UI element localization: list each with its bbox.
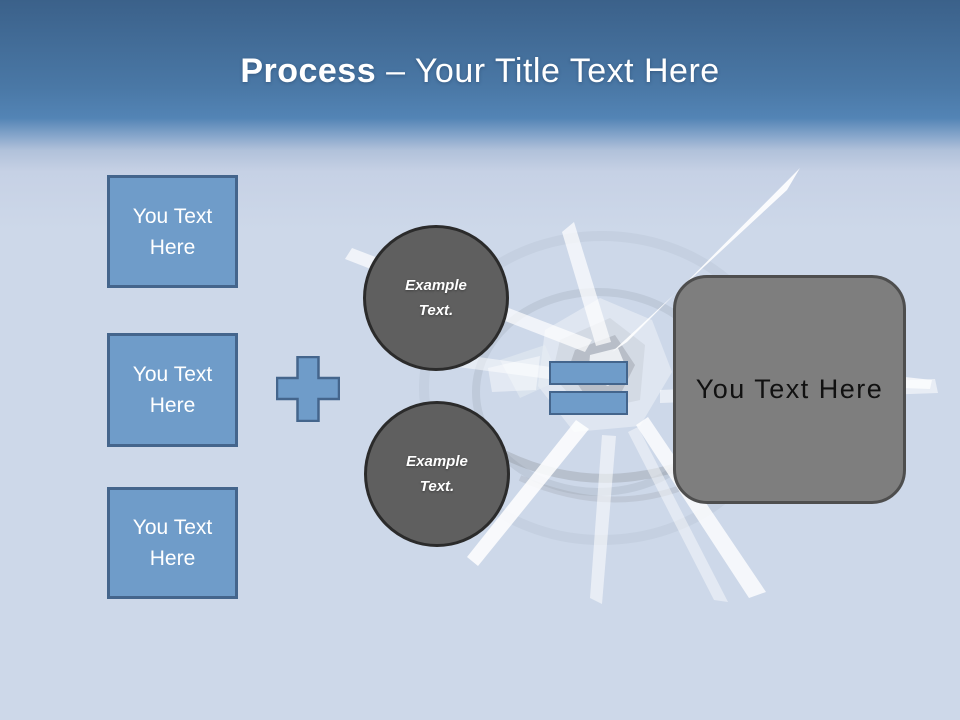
input-box-3[interactable]: You Text Here: [107, 487, 238, 599]
example-circle-2[interactable]: Example Text.: [364, 401, 510, 547]
example-circle-1-label: Example Text.: [405, 277, 467, 319]
result-box[interactable]: You Text Here: [673, 275, 906, 504]
input-box-1[interactable]: You Text Here: [107, 175, 238, 288]
equals-bar-top: [549, 361, 628, 385]
slide-title[interactable]: Process – Your Title Text Here: [0, 52, 960, 90]
input-box-2-label: You Text Here: [132, 363, 213, 417]
example-circle-1[interactable]: Example Text.: [363, 225, 509, 371]
input-box-2[interactable]: You Text Here: [107, 333, 238, 447]
example-circle-2-label: Example Text.: [406, 453, 468, 495]
input-box-1-label: You Text Here: [132, 204, 213, 259]
title-dash: –: [386, 52, 406, 90]
plus-icon[interactable]: [276, 356, 340, 422]
equals-icon[interactable]: [549, 361, 630, 416]
title-text: Your Title Text Here: [414, 52, 720, 90]
input-box-3-label: You Text Here: [132, 516, 213, 570]
equals-bar-bottom: [549, 391, 628, 415]
result-box-label: You Text Here: [695, 374, 884, 404]
title-keyword: Process: [240, 52, 377, 90]
